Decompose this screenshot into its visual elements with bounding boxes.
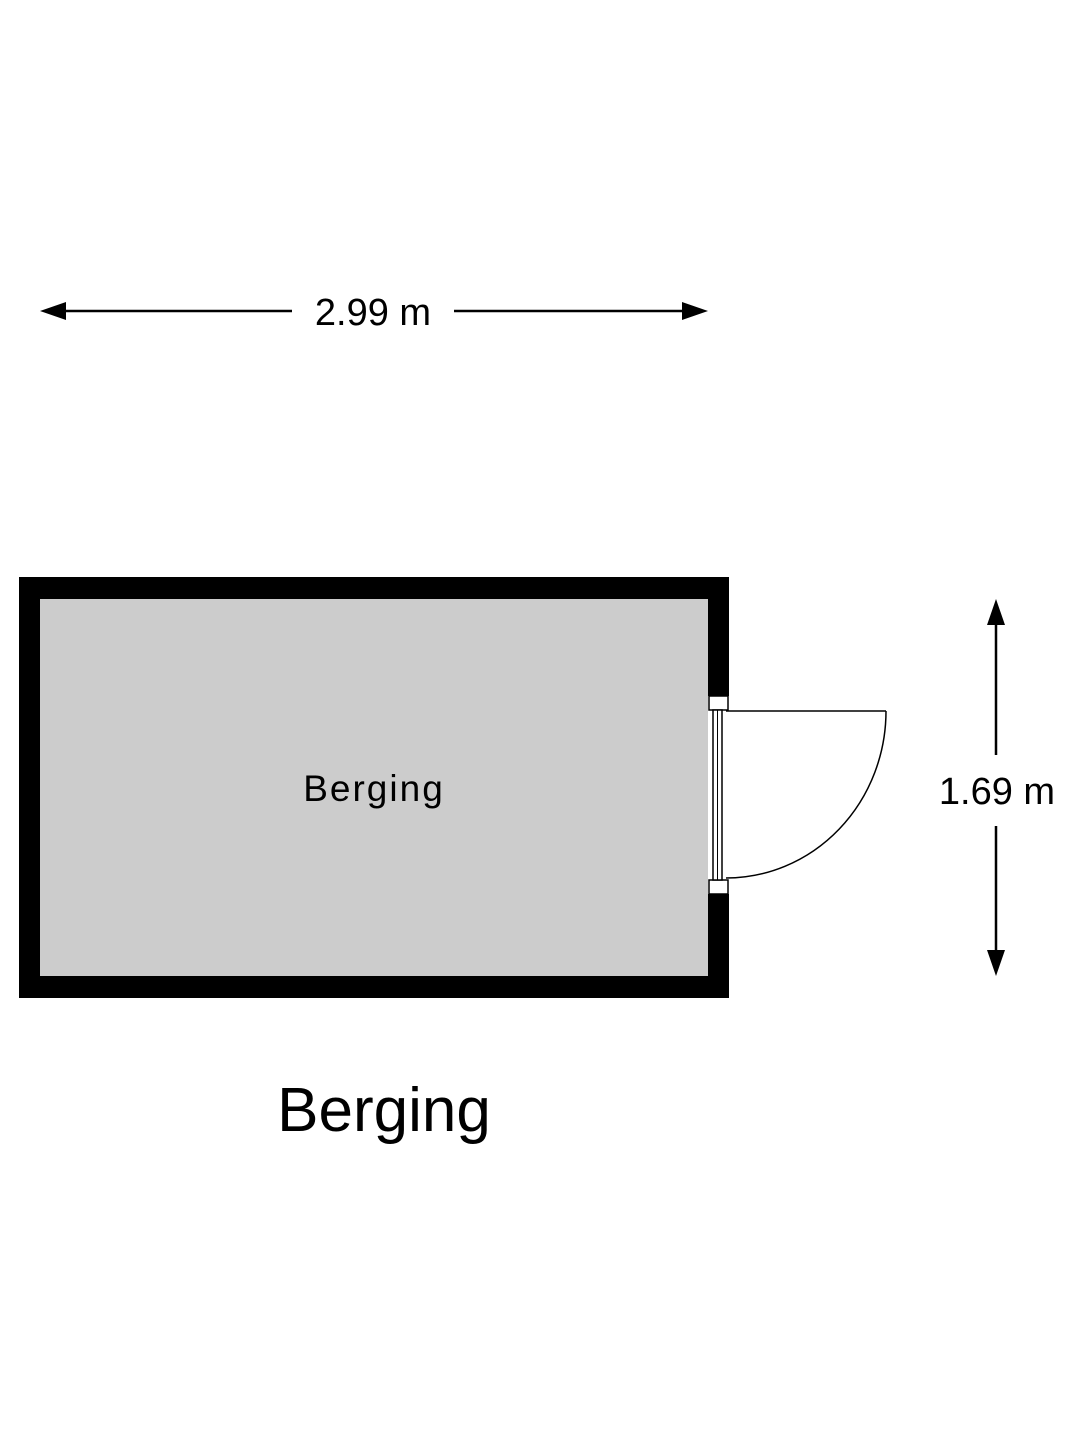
depth-dimension: 1.69 m <box>939 599 1055 976</box>
wall-top <box>19 577 729 599</box>
walls <box>19 577 729 998</box>
arrow-down-icon <box>987 950 1005 976</box>
door-swing <box>725 710 887 879</box>
room-label: Berging <box>303 768 445 809</box>
arrow-left-icon <box>40 302 66 320</box>
door-frame-top <box>708 695 729 711</box>
width-dimension: 2.99 m <box>40 292 708 334</box>
wall-left <box>19 577 40 998</box>
depth-dimension-label: 1.69 m <box>939 771 1055 813</box>
room-floor <box>40 599 708 976</box>
arrow-right-icon <box>682 302 708 320</box>
door-frame <box>708 695 729 895</box>
wall-right-lower <box>708 894 729 998</box>
wall-right-upper <box>708 577 729 696</box>
arrow-up-icon <box>987 599 1005 625</box>
width-dimension-label: 2.99 m <box>315 292 431 334</box>
door-swing-arc <box>725 710 887 879</box>
door-frame-bottom <box>708 879 729 895</box>
plan-title: Berging <box>277 1076 491 1145</box>
wall-bottom <box>19 976 729 998</box>
